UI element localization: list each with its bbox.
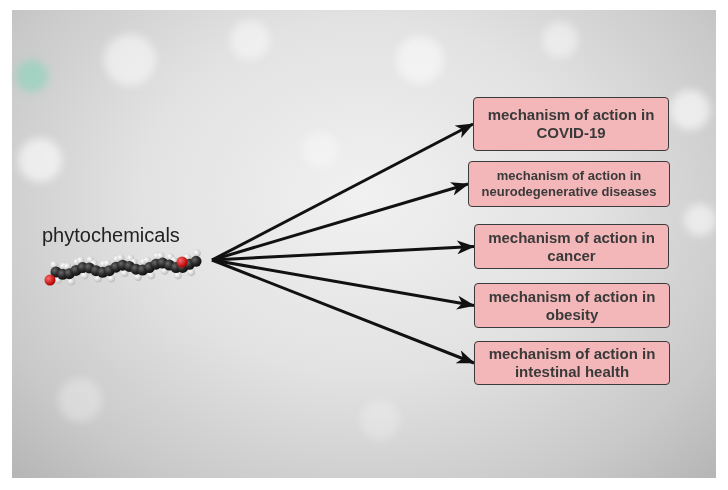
box-label: mechanism of action in intestinal health bbox=[479, 345, 665, 381]
arrow-connector bbox=[212, 260, 474, 306]
box-label: mechanism of action in neurodegenerative… bbox=[473, 168, 665, 199]
source-node: phytochemicals bbox=[42, 224, 212, 288]
box-label: mechanism of action in cancer bbox=[479, 229, 664, 265]
bokeh-dot bbox=[16, 60, 48, 92]
process-box: mechanism of action in neurodegenerative… bbox=[468, 161, 670, 207]
carbon-atom bbox=[191, 256, 202, 267]
bokeh-dot bbox=[360, 400, 400, 440]
bokeh-dot bbox=[104, 34, 156, 86]
bokeh-dot bbox=[542, 22, 578, 58]
process-box: mechanism of action in cancer bbox=[474, 224, 669, 269]
bokeh-dot bbox=[230, 20, 270, 60]
arrow-connector bbox=[212, 247, 474, 261]
bokeh-dot bbox=[670, 90, 710, 130]
oxygen-atom bbox=[177, 257, 188, 268]
bokeh-dot bbox=[302, 132, 338, 168]
arrow-connector bbox=[212, 260, 474, 363]
bokeh-dot bbox=[18, 138, 62, 182]
arrow-connector bbox=[212, 124, 473, 260]
box-label: mechanism of action in COVID-19 bbox=[478, 106, 664, 142]
oxygen-atom bbox=[45, 275, 56, 286]
process-box: mechanism of action in intestinal health bbox=[474, 341, 670, 385]
bokeh-group bbox=[16, 20, 716, 440]
bokeh-dot bbox=[684, 204, 716, 236]
bokeh-dot bbox=[58, 378, 102, 422]
bokeh-dot bbox=[396, 36, 444, 84]
process-box: mechanism of action in COVID-19 bbox=[473, 97, 669, 151]
process-box: mechanism of action in obesity bbox=[474, 283, 670, 328]
box-label: mechanism of action in obesity bbox=[479, 288, 665, 324]
source-label: phytochemicals bbox=[42, 224, 180, 247]
